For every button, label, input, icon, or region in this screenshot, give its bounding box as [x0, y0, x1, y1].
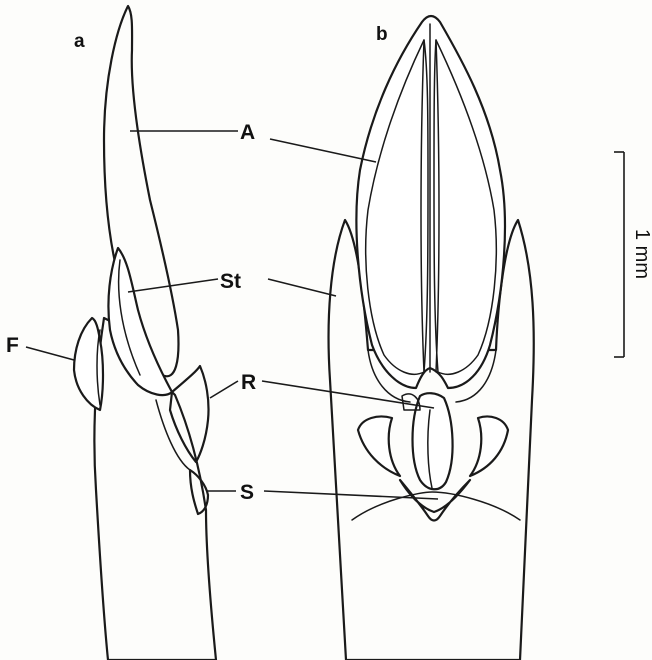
label-staminode: St: [220, 270, 241, 293]
label-filament: F: [6, 334, 19, 357]
panel-b-drawing: [329, 16, 534, 660]
scale-bar: [614, 152, 624, 357]
panel-label-b: b: [376, 24, 388, 45]
label-anther: A: [240, 121, 255, 144]
label-scale: S: [240, 481, 254, 504]
ridge-a: [170, 366, 209, 462]
scale-a: [190, 470, 208, 514]
scale-bar-label: 1 mm: [631, 229, 652, 279]
staminode-a: [108, 248, 172, 395]
panel-label-a: a: [74, 31, 85, 52]
label-ridge: R: [241, 371, 256, 394]
panel-a-drawing: [74, 6, 216, 660]
